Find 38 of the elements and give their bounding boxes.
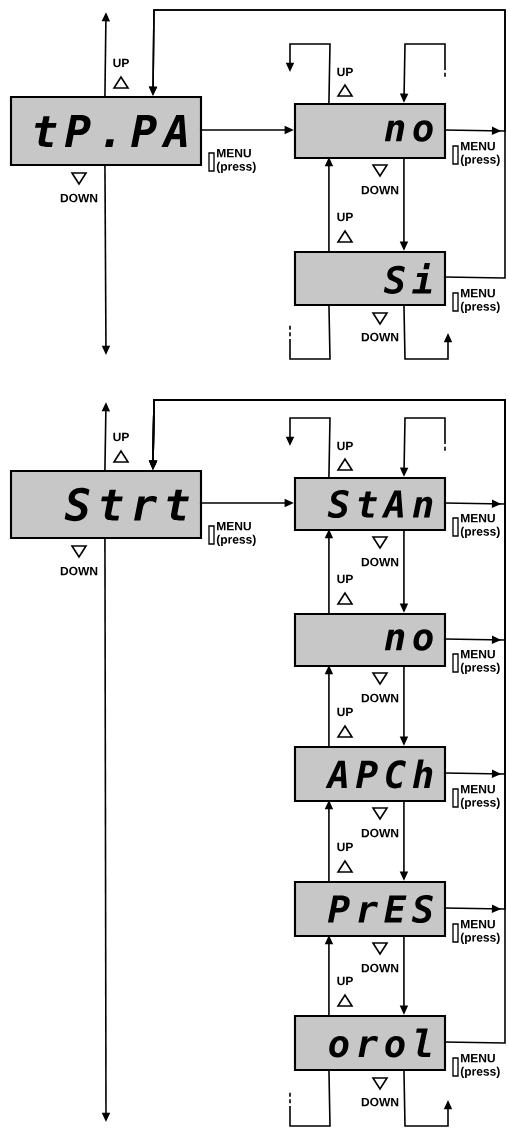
segment-display: PrES <box>293 880 447 938</box>
segment-display: Strt <box>9 469 203 540</box>
edge-label: DOWN <box>361 332 399 342</box>
menu-label: MENU (press) <box>460 649 500 675</box>
edge-label: UP <box>337 67 353 77</box>
menu-label: MENU (press) <box>460 141 500 167</box>
edge-label: UP <box>337 842 353 852</box>
segment-display: tP.PA <box>9 95 203 167</box>
segment-display: no <box>293 612 447 668</box>
edge-label: DOWN <box>361 828 399 838</box>
menu-label: MENU (press) <box>460 513 500 539</box>
arrow <box>289 303 331 360</box>
menu-label: MENU (press) <box>460 288 500 314</box>
edge-label: DOWN <box>361 557 399 567</box>
menu-label: MENU (press) <box>460 1053 500 1079</box>
arrow <box>289 1068 331 1127</box>
edge-label: DOWN <box>60 566 98 576</box>
segment-display: Si <box>293 250 447 307</box>
edge-label: DOWN <box>60 193 98 203</box>
menu-label: MENU (press) <box>216 148 256 174</box>
menu-label: MENU (press) <box>216 521 256 547</box>
edge-label: DOWN <box>361 185 399 195</box>
edge-label: UP <box>337 574 353 584</box>
edge-label: DOWN <box>361 693 399 703</box>
edge-label: UP <box>113 432 129 442</box>
edge-label: UP <box>337 441 353 451</box>
edge-label: UP <box>337 707 353 717</box>
edge-label: UP <box>113 58 129 68</box>
segment-display: APCh <box>293 745 447 803</box>
segment-display: StAn <box>293 476 447 532</box>
menu-label: MENU (press) <box>460 784 500 810</box>
segment-display: orol <box>293 1014 447 1072</box>
edge-label: UP <box>337 212 353 222</box>
edge-label: UP <box>337 976 353 986</box>
menu-label: MENU (press) <box>460 919 500 945</box>
segment-display: no <box>293 102 447 160</box>
edge-label: DOWN <box>361 963 399 973</box>
edge-label: DOWN <box>361 1097 399 1107</box>
